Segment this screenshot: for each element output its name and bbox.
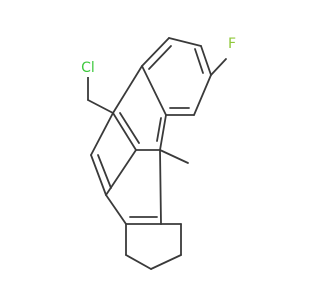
- bond: [200, 45, 212, 76]
- bond: [90, 112, 114, 156]
- bond: [193, 74, 212, 116]
- bond: [97, 154, 112, 189]
- chlorine-atom-label: Cl: [81, 60, 95, 76]
- bond: [105, 149, 137, 196]
- bond: [90, 154, 107, 196]
- bond: [112, 65, 143, 114]
- molecule-canvas: Cl F: [77, 35, 239, 270]
- bond: [105, 194, 127, 225]
- bond: [156, 117, 162, 142]
- molecule-structure: Cl F: [77, 35, 239, 270]
- bond: [159, 114, 167, 151]
- bond: [87, 99, 114, 114]
- bond: [119, 112, 140, 144]
- bond: [168, 37, 202, 47]
- bond: [148, 45, 172, 70]
- bond: [112, 112, 137, 151]
- bond: [194, 48, 204, 74]
- bond: [141, 37, 170, 67]
- atom-label-group: Cl F: [77, 35, 239, 77]
- bond: [150, 254, 182, 270]
- bond: [210, 58, 227, 76]
- bond: [159, 149, 162, 225]
- fluorine-atom-label: F: [228, 36, 236, 52]
- bond: [125, 254, 152, 270]
- bond: [141, 65, 167, 116]
- bond: [159, 149, 189, 164]
- chlorine-label-background: [77, 59, 101, 77]
- bond-group: [87, 37, 227, 270]
- fluorine-label-background: [225, 35, 239, 53]
